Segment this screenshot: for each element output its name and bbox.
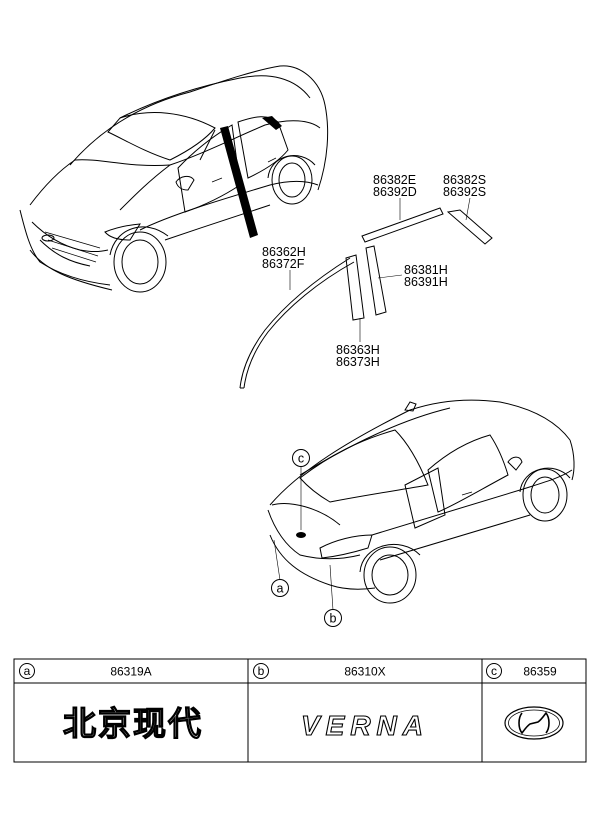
part-label-86372F: 86372F bbox=[262, 257, 305, 271]
rear-car-illustration bbox=[267, 399, 575, 604]
part-label-86362H: 86362H bbox=[262, 245, 306, 259]
callout-b: b bbox=[324, 609, 342, 627]
part-label-86392D: 86392D bbox=[373, 185, 417, 199]
callout-a: a bbox=[271, 579, 289, 597]
part-label-86382S: 86382S bbox=[443, 173, 486, 187]
moldings bbox=[239, 207, 493, 389]
svg-text:b: b bbox=[330, 612, 337, 626]
part-label-86363H: 86363H bbox=[336, 343, 380, 357]
part-label-86391H: 86391H bbox=[404, 275, 448, 289]
part-label-86392S: 86392S bbox=[443, 185, 486, 199]
emblem-verna-text: VERNA bbox=[301, 710, 429, 741]
part-label-86382E: 86382E bbox=[373, 173, 416, 187]
emblem-chinese-text: 北京现代 bbox=[63, 704, 203, 743]
part-label-86373H: 86373H bbox=[336, 355, 380, 369]
svg-text:a: a bbox=[277, 582, 284, 596]
table-col-a-key: a bbox=[24, 664, 31, 678]
front-car-illustration bbox=[19, 65, 329, 293]
table-col-b-key: b bbox=[258, 664, 265, 678]
table-col-c-part: 86359 bbox=[523, 665, 557, 679]
parts-table: a 86319A b 86310X c 86359 北京现代 VERNA bbox=[13, 658, 587, 763]
table-col-b-part: 86310X bbox=[344, 665, 385, 679]
part-label-86381H: 86381H bbox=[404, 263, 448, 277]
svg-text:c: c bbox=[298, 452, 304, 466]
callout-c: c bbox=[292, 449, 310, 467]
table-col-a-part: 86319A bbox=[110, 665, 151, 679]
hyundai-logo-icon bbox=[504, 706, 564, 740]
table-col-c-key: c bbox=[491, 664, 497, 678]
